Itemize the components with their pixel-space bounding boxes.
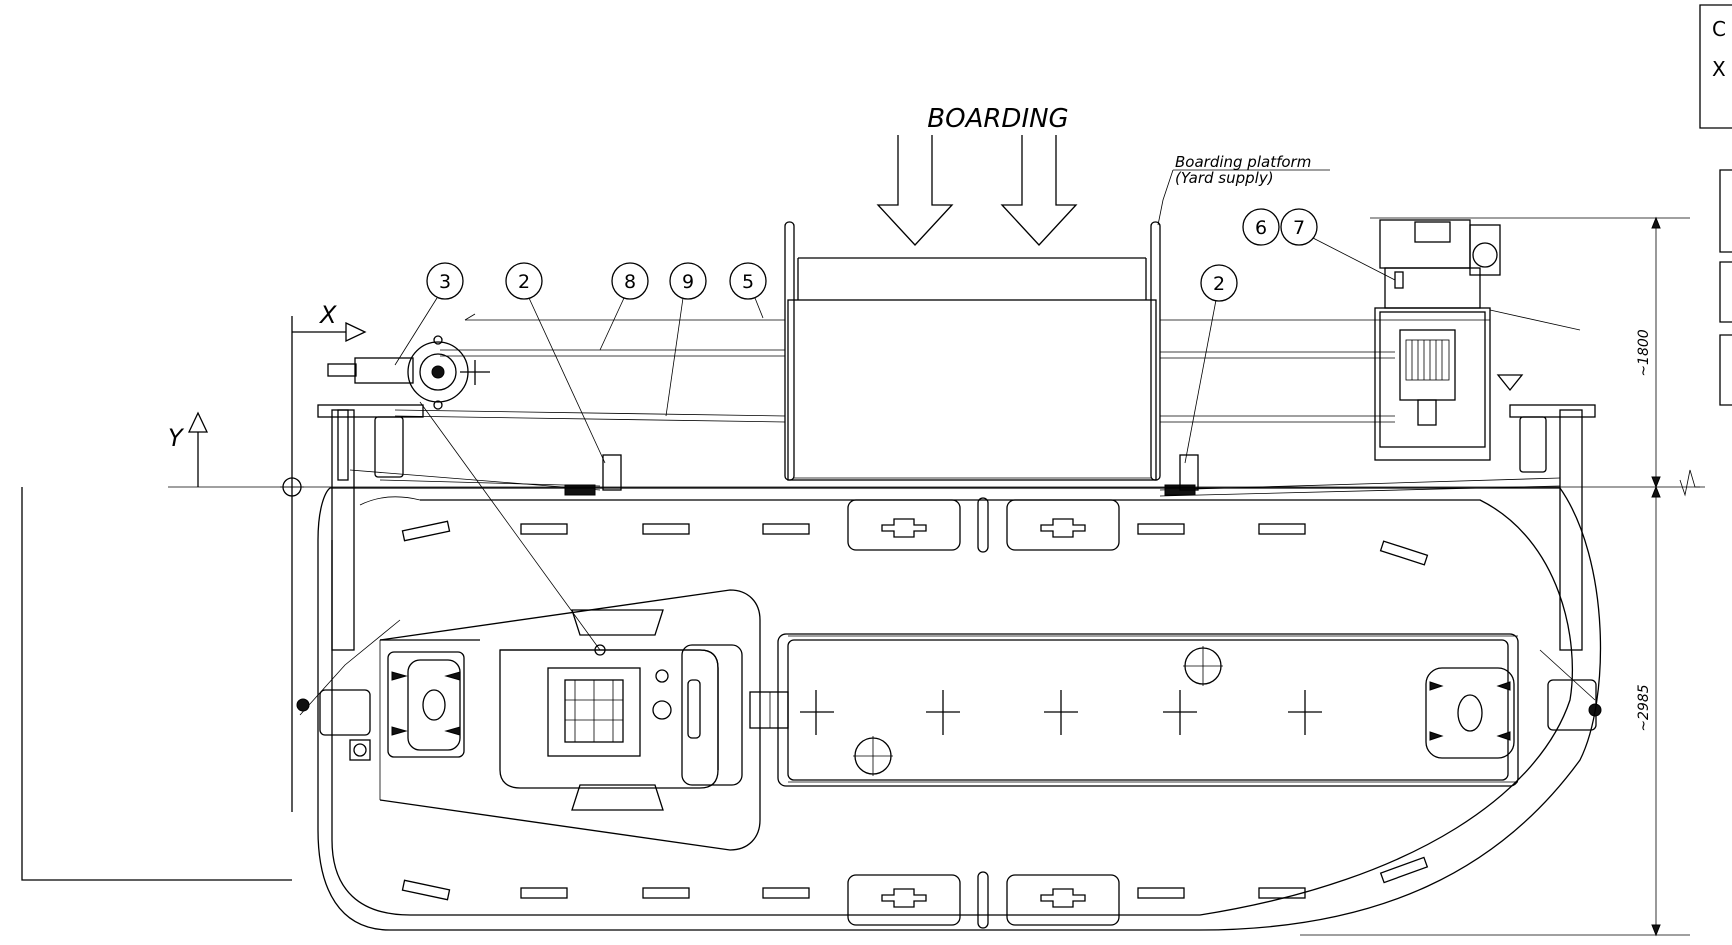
dimension-upper: ~1800	[1370, 216, 1705, 497]
seating-cross-markers	[800, 690, 1322, 735]
winch	[327, 335, 606, 656]
hatch-top-divider	[977, 497, 989, 553]
x-axis-indicator: X	[291, 301, 367, 812]
boarding-platform-note-line2: (Yard supply)	[1175, 169, 1274, 187]
hatch-top-right	[1006, 499, 1120, 551]
hydraulic-power-unit	[1374, 219, 1581, 461]
exit-hatch-left	[349, 651, 465, 761]
boarding-title: BOARDING	[927, 104, 1068, 134]
dimension-lower: ~2985	[1300, 485, 1690, 937]
boarding-platform-note: Boarding platform (Yard supply)	[1157, 153, 1330, 226]
dimension-lower-label: ~2985	[1636, 684, 1652, 731]
boarding-arrow-left	[876, 135, 954, 246]
callout-7: 7	[1280, 208, 1396, 281]
partial-legend-table: C X	[1699, 4, 1732, 406]
y-axis-label: Y	[168, 424, 185, 452]
partial-legend-row2: X	[1712, 57, 1726, 81]
callout-3: 3	[394, 262, 464, 366]
callout-8: 8	[599, 262, 649, 351]
boarding-platform	[784, 221, 1161, 481]
svg-text:9: 9	[682, 271, 694, 293]
y-axis-indicator: Y	[168, 411, 209, 487]
lifebuoy-markers	[853, 646, 1223, 776]
origin-marker	[280, 475, 304, 499]
svg-text:3: 3	[439, 271, 451, 293]
svg-text:5: 5	[742, 271, 754, 293]
lifeboat-hull	[317, 487, 1602, 931]
hatch-bottom-right	[1006, 874, 1120, 926]
exit-hatch-right	[1425, 667, 1515, 759]
callout-6: 6	[1242, 208, 1280, 246]
svg-text:2: 2	[518, 271, 530, 293]
callout-9: 9	[665, 262, 707, 417]
svg-text:6: 6	[1255, 217, 1267, 239]
seating-frame	[749, 633, 1519, 787]
boarding-arrow-right	[1000, 135, 1078, 246]
dimension-upper-label: ~1800	[1636, 329, 1652, 376]
svg-text:2: 2	[1213, 273, 1225, 295]
cockpit-console	[379, 589, 761, 851]
callout-2-right: 2	[1184, 264, 1238, 464]
hull-rail-bottom	[401, 856, 1429, 901]
hatch-bottom-left	[847, 874, 961, 926]
hatch-top-left	[847, 499, 961, 551]
callout-5: 5	[729, 262, 767, 319]
callout-2-left: 2	[505, 262, 606, 464]
partial-legend-row1: C	[1712, 17, 1726, 41]
davit-arms	[394, 313, 1490, 423]
svg-text:7: 7	[1293, 217, 1305, 239]
ship-side-structure	[21, 487, 292, 881]
x-axis-label: X	[318, 301, 337, 329]
boarding-platform-note-line1: Boarding platform	[1175, 153, 1311, 171]
hatch-bottom-divider	[977, 871, 989, 929]
davit-frame-left	[296, 404, 622, 736]
hull-rail-top	[401, 520, 1429, 566]
svg-text:8: 8	[624, 271, 636, 293]
